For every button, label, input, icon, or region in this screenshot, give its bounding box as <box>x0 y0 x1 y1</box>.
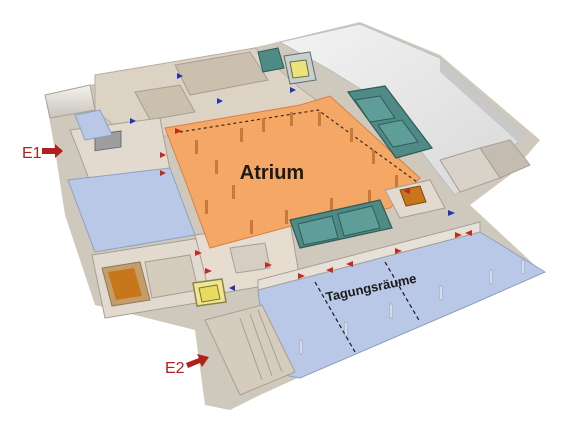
southwest-stair-hall <box>91 237 216 319</box>
entrance-e2-label: E2 <box>165 360 185 377</box>
entrance-e1-arrow <box>42 144 63 158</box>
direction-arrows-blue <box>130 73 455 291</box>
south-stair <box>204 304 296 396</box>
west-rooms <box>67 109 196 253</box>
central-lobby <box>192 221 301 307</box>
conference-columns <box>299 259 525 355</box>
east-small-room <box>384 179 446 219</box>
direction-arrows-red <box>160 128 472 279</box>
entrance-e2: E2 <box>165 354 209 377</box>
entrance-e2-arrow <box>186 354 209 368</box>
atrium-columns <box>195 112 398 234</box>
atrium-label: Atrium <box>240 162 304 184</box>
entrance-e1: E1 <box>22 144 63 162</box>
service-cores <box>257 47 434 249</box>
entrance-e1-label: E1 <box>22 145 42 162</box>
conference-area <box>257 221 547 379</box>
